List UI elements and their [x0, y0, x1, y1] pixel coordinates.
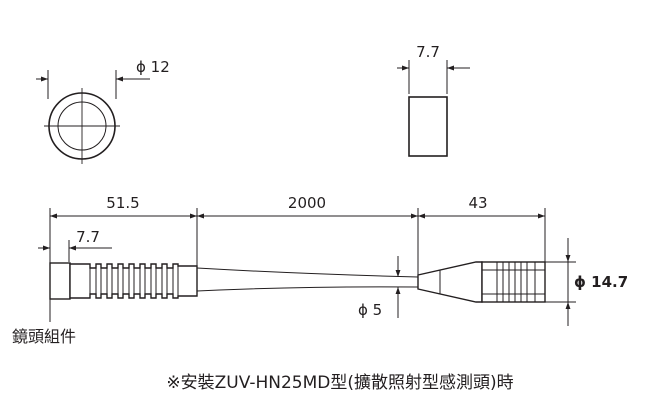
connector: ϕ 14.7	[417, 238, 628, 326]
cable-lower-line	[196, 286, 419, 292]
lens-assembly-label: 鏡頭組件	[12, 327, 76, 346]
front-view: ϕ 12	[36, 58, 170, 164]
side-width-label: 7.7	[416, 43, 440, 61]
lens-assembly	[49, 262, 198, 322]
side-view: 7.7	[397, 43, 470, 157]
cable: ϕ 5	[196, 256, 419, 319]
connector-body	[481, 261, 546, 303]
tip-length-label: 7.7	[76, 228, 100, 246]
installation-caption: ※安裝ZUV-HN25MD型(擴散照射型感測頭)時	[166, 373, 513, 393]
connector-diameter-label: ϕ 14.7	[574, 273, 628, 291]
lens-length-label: 51.5	[106, 194, 139, 212]
lens-tip	[49, 262, 71, 300]
main-top-dimensions: 51.5 2000 43 7.7	[38, 194, 546, 295]
diameter-12-label: ϕ 12	[136, 58, 170, 76]
lens-side-body	[408, 96, 448, 157]
cable-diameter-label: ϕ 5	[358, 301, 382, 319]
connector-length-label: 43	[468, 194, 487, 212]
connector-taper	[417, 261, 483, 303]
cable-upper-line	[196, 267, 419, 278]
cable-length-label: 2000	[288, 194, 326, 212]
